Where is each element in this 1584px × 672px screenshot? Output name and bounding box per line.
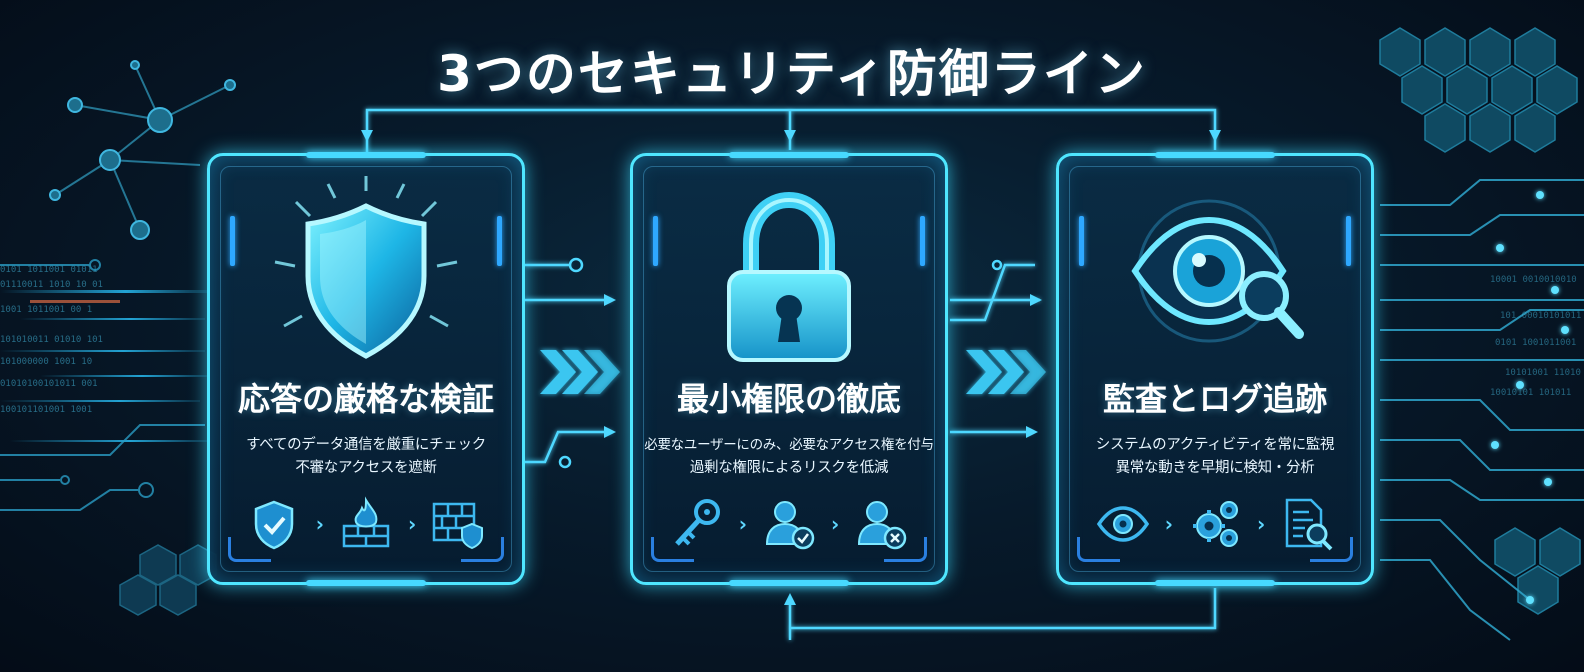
key-icon [674,499,720,546]
user-denied-icon [858,501,907,550]
chevron-right-icon: › [408,512,417,536]
card-least-privilege: 最小権限の徹底 必要なユーザーにのみ、必要なアクセス権を付与 過剰な権限によるリ… [630,152,948,586]
shield-check-icon [254,500,293,550]
svg-text:01110011 1010 10 01: 01110011 1010 10 01 [0,280,103,290]
card-title: 監査とログ追跡 [1102,380,1327,418]
chevron-right-icon: › [315,512,324,536]
brick-wall-shield-icon [433,502,484,550]
svg-text:0101 1001011001: 0101 1001011001 [1495,338,1576,348]
card-description: 必要なユーザーにのみ、必要なアクセス権を付与 過剰な権限によるリスクを低減 [644,437,934,476]
svg-text:10001 0010010010: 10001 0010010010 [1490,275,1577,285]
chevron-right-icon: › [1257,512,1266,536]
card-audit-logging: 監査とログ追跡 システムのアクティビティを常に監視 異常な動きを早期に検知・分析… [1056,152,1374,586]
page-title: 3つのセキュリティ防御ライン [437,45,1147,103]
step-icons: › › [210,496,522,552]
step-icons: › › [633,496,945,552]
gears-icon [1193,501,1238,547]
svg-text:100101101001 1001: 100101101001 1001 [0,405,92,415]
eye-icon [1096,506,1149,542]
svg-text:01010100101011 001: 01010100101011 001 [0,379,98,389]
svg-text:10010101 101011: 10010101 101011 [1490,388,1571,398]
firewall-fire-icon [342,496,390,548]
document-search-icon [1286,498,1333,551]
step-icons: › › [1059,496,1371,552]
card-title: 応答の厳格な検証 [237,380,494,418]
card-title: 最小権限の徹底 [676,380,901,418]
card-description: システムのアクティビティを常に監視 異常な動きを早期に検知・分析 [1095,437,1335,476]
svg-text:10101001 11010: 10101001 11010 [1505,368,1581,378]
svg-text:101010011 01010 101: 101010011 01010 101 [0,335,103,345]
shield-icon [274,176,458,359]
svg-text:101000000 1001 10: 101000000 1001 10 [0,357,92,367]
chevron-right-icon: › [831,512,840,536]
chevron-right-icon: › [738,512,747,536]
card-response-verification: 応答の厳格な検証 すべてのデータ通信を厳重にチェック 不審なアクセスを遮断 › … [207,152,525,586]
svg-text:1001 1011001 00 1: 1001 1011001 00 1 [0,305,92,315]
svg-text:0101 1011001 01011: 0101 1011001 01011 [0,265,98,275]
chevron-right-icon: › [1164,512,1173,536]
padlock-icon [727,191,851,362]
svg-text:101 00010101011: 101 00010101011 [1500,311,1581,321]
card-description: すべてのデータ通信を厳重にチェック 不審なアクセスを遮断 [246,437,486,476]
eye-magnifier-icon [1131,199,1304,343]
user-check-icon [765,501,815,550]
